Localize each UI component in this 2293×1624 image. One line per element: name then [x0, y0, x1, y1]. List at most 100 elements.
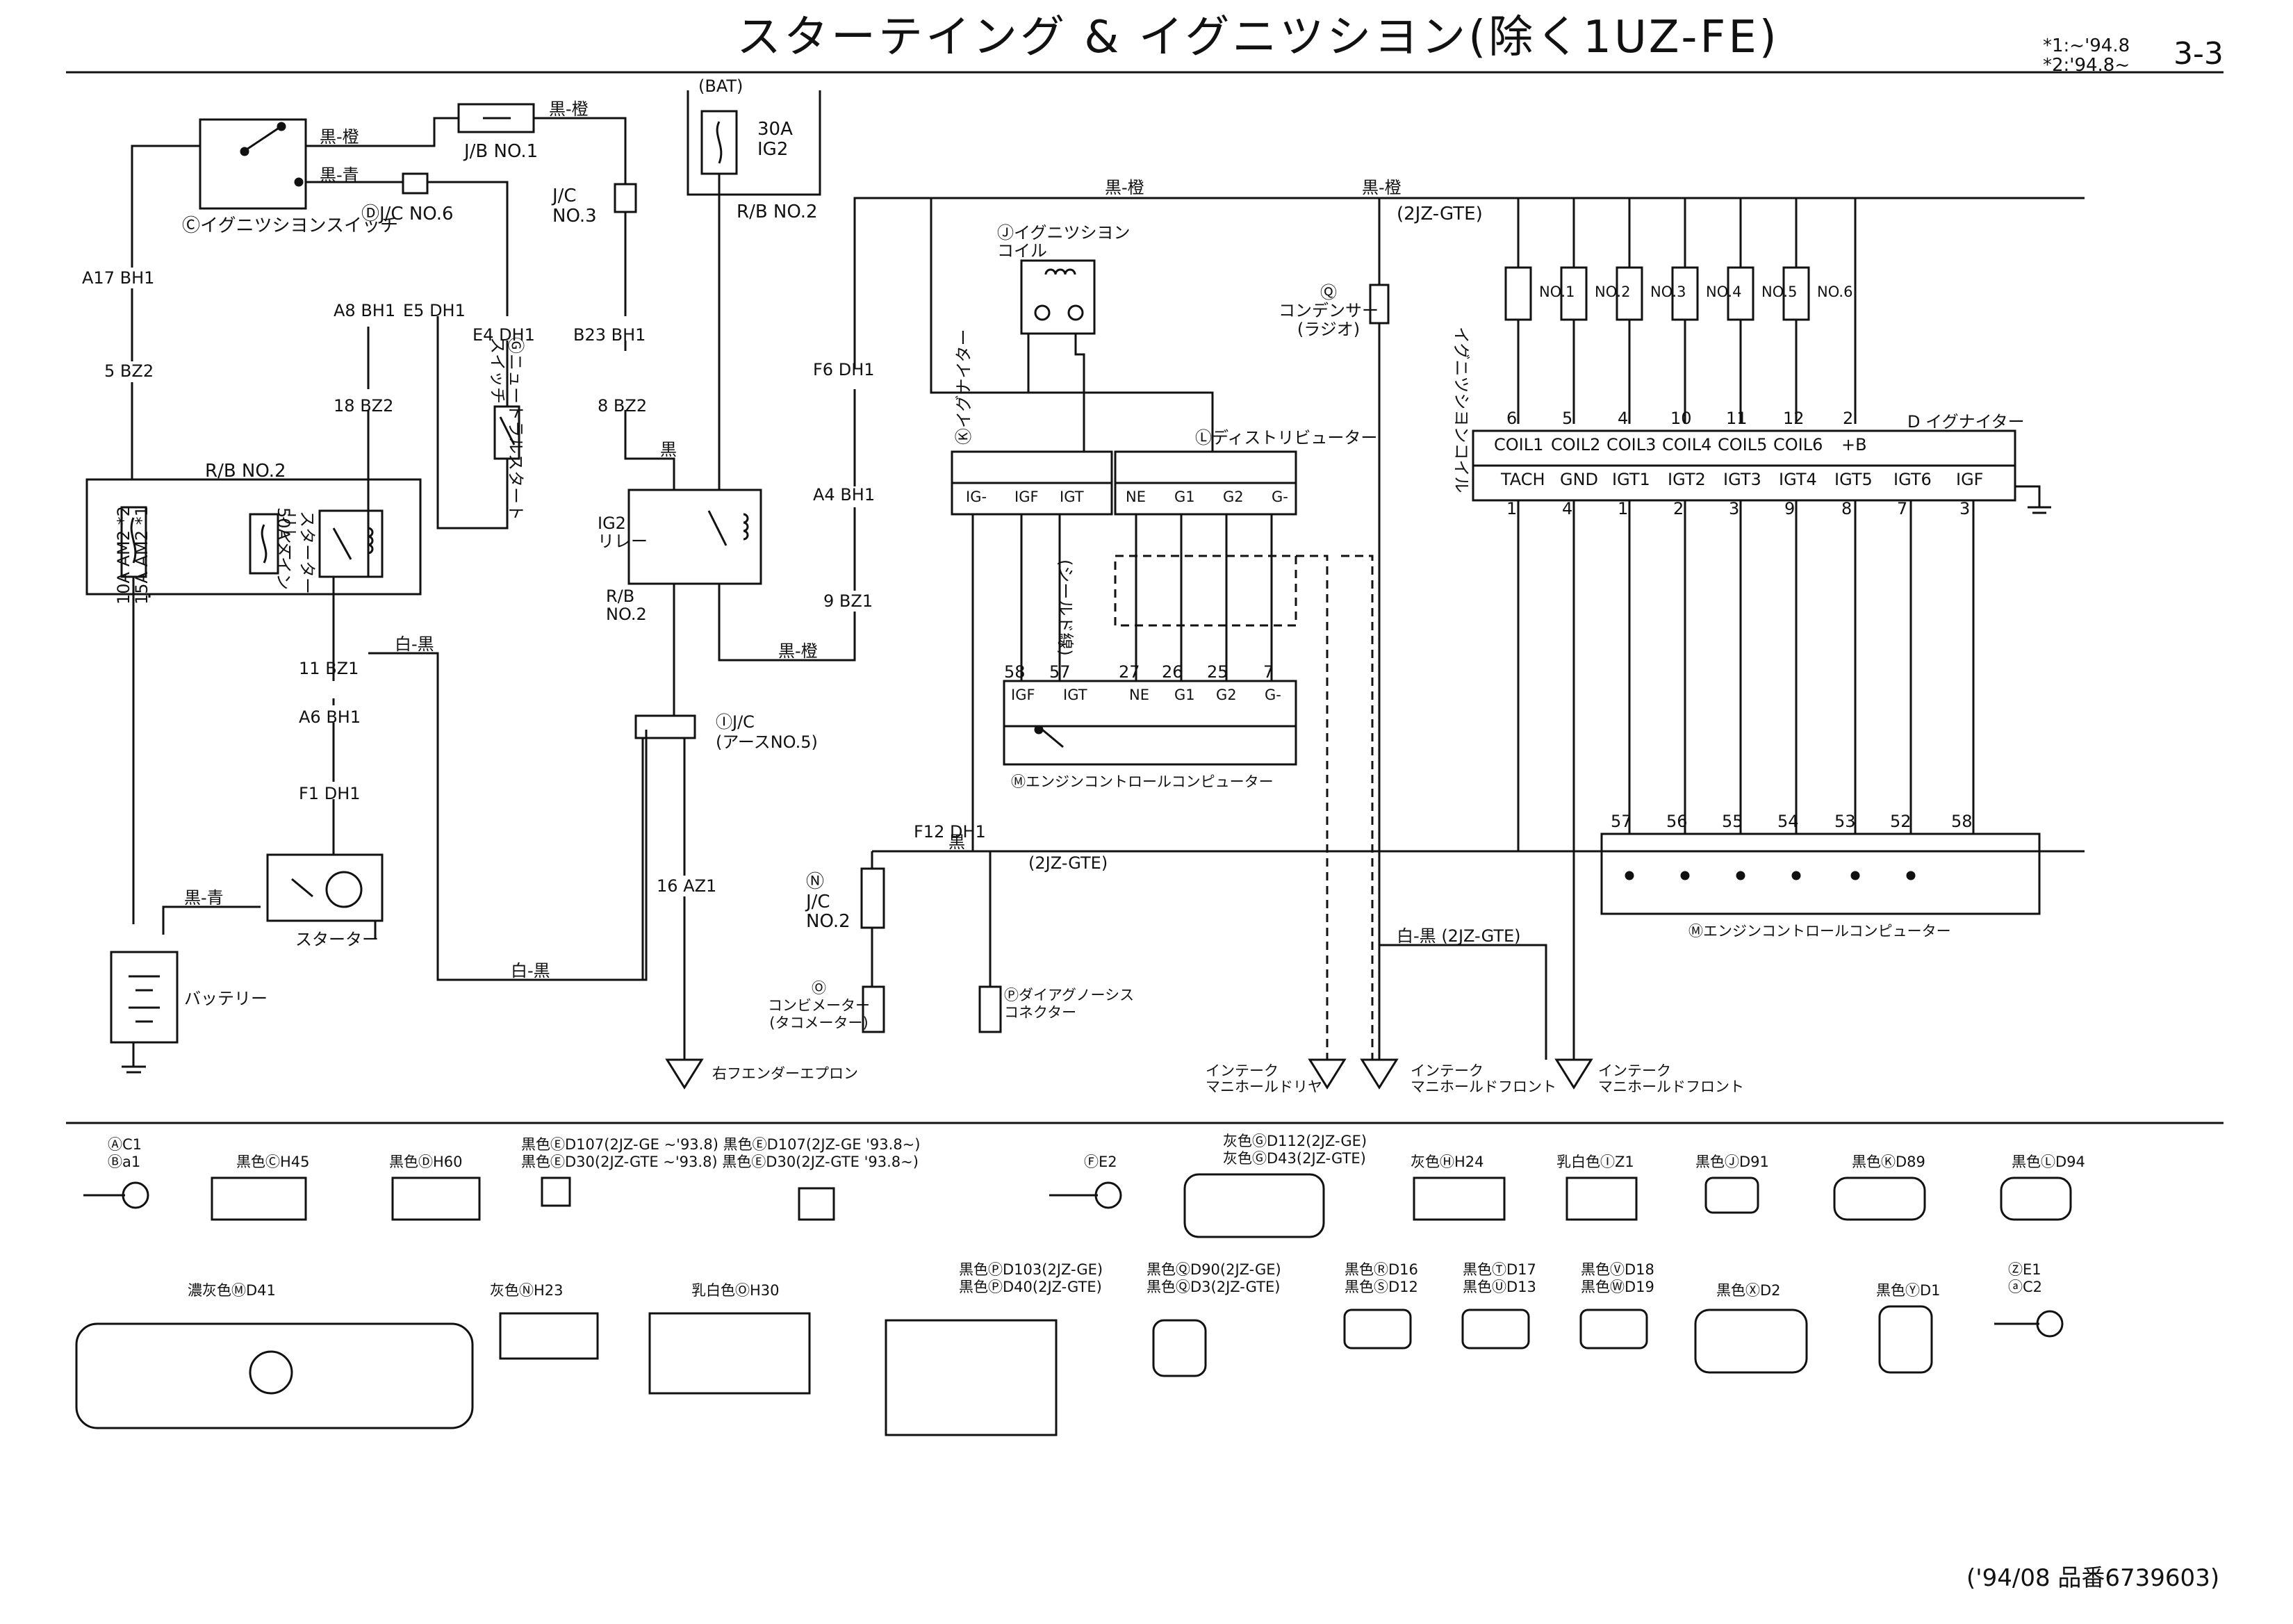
terminal-b23: B23 BH1: [573, 325, 646, 345]
battery-label: バッテリー: [184, 989, 268, 1008]
wire-ig2: [306, 117, 459, 147]
igniter-k-label: Ⓚイグナイター: [954, 329, 973, 445]
terminal-a4: A4 BH1: [813, 485, 876, 505]
gte-label: (2JZ-GTE): [1397, 204, 1483, 224]
page-number: 3-3: [2173, 36, 2224, 72]
ecu-mid-label: Ⓜエンジンコントロールコンピューター: [1011, 773, 1274, 790]
terminal-16: 16 AZ1: [657, 876, 717, 896]
rb2-left-frame: [85, 478, 422, 596]
wire-label-bb: 黒-青: [184, 888, 224, 908]
ecu-right-pin-number: 53: [1834, 812, 1856, 831]
jc2-label: Ⓝ J/C NO.2: [806, 871, 850, 933]
ground-dm: [1554, 1058, 1593, 1090]
wire-label-relay: 黒-橙: [778, 641, 818, 661]
ign-coil-winding: [1044, 268, 1076, 275]
connector-label: 乳白色ⓄH30: [691, 1282, 780, 1299]
connector-label: 濃灰色ⓂD41: [188, 1282, 276, 1299]
starter-relay-box: [318, 509, 384, 578]
coil-name: NO.5: [1761, 284, 1798, 300]
igniter-d-bottom-pin: GND: [1560, 470, 1599, 489]
ecu-mid-pin-label: G-: [1265, 687, 1281, 703]
fuse-30a-element: [716, 121, 723, 164]
terminal-18: 18 BZ2: [334, 396, 394, 416]
jc5-box: [634, 714, 696, 739]
connector-label: 黒色ⒹH60: [389, 1154, 463, 1170]
igniter-d-top-pin-number: 10: [1670, 409, 1692, 428]
connector-label: 灰色ⒼD112(2JZ-GE) 灰色ⒼD43(2JZ-GTE): [1223, 1133, 1367, 1167]
igniter-d-bottom-pin: IGT5: [1834, 470, 1873, 489]
igniter-d-bottom-pin-number: 9: [1784, 499, 1795, 518]
wire-am2-top: [131, 145, 200, 268]
starter-label: スターター: [295, 930, 379, 949]
connector-shapes: [75, 1173, 2072, 1436]
distributor-pin: G1: [1174, 489, 1195, 505]
wire-relay-bz1-mid: [718, 584, 856, 662]
battery-box: [110, 951, 179, 1044]
terminal-a17: A17 BH1: [82, 268, 155, 288]
distributor-pin: G2: [1223, 489, 1244, 505]
igniter-d-label: D イグナイター: [1907, 412, 2025, 432]
igniter-d-bottom-pin-number: 8: [1841, 499, 1852, 518]
wire-jb1-to-jc3: [534, 117, 627, 184]
terminal-e5: E5 DH1: [403, 301, 466, 320]
igniter-d-bottom-pin-number: 3: [1959, 499, 1971, 518]
connector-label: 黒色ⒺD107(2JZ-GE ~'93.8) 黒色ⒺD107(2JZ-GE '9…: [521, 1136, 921, 1171]
ecu-right-box: [1600, 832, 2041, 915]
terminal-5-bz2: 5 BZ2: [104, 361, 154, 381]
distributor-pin: NE: [1126, 489, 1146, 505]
igniter-d-bottom-pin: IGT6: [1893, 470, 1932, 489]
starter-relay-switch: [332, 527, 352, 560]
ecu-mid-pin-number: 7: [1263, 662, 1274, 682]
igniter-k-pin: IG-: [966, 489, 987, 505]
wire-bb-starter: [162, 905, 261, 935]
igniter-d-bottom-pin-number: 2: [1673, 499, 1684, 518]
terminal-f12: F12 DH1: [914, 822, 986, 842]
igniter-d-top-pin: COIL1: [1494, 435, 1544, 454]
wire-label-main: 黒-橙: [1105, 178, 1144, 197]
starter-relay-coil: [368, 527, 374, 555]
wire-to-ig2-relay: [624, 410, 675, 490]
ignition-switch-label: Ⓒイグニツシヨンスイッチ: [182, 215, 398, 236]
igniter-d-top-pin-number: 2: [1843, 409, 1854, 428]
ground-dk-label: インテーク マニホールドリヤ: [1206, 1063, 1322, 1096]
wire-label-jb1: 黒-橙: [549, 99, 589, 119]
connector-label: 黒色ⒿD91: [1695, 1154, 1769, 1170]
fuse-50a-element: [261, 524, 268, 564]
starter-relay-label: スターター リレー: [279, 511, 317, 594]
igniter-d-top-pin-number: 12: [1783, 409, 1805, 428]
ignition-coil-bank: [1504, 198, 1857, 424]
igniter-d-bottom-pin-number: 1: [1506, 499, 1518, 518]
wire-label-gte-f12: (2JZ-GTE): [1028, 853, 1108, 873]
igniter-d-top-pin: COIL2: [1551, 435, 1601, 454]
starter-box: [266, 853, 384, 922]
igniter-d-top-pin-number: 4: [1618, 409, 1629, 428]
coil-name: NO.2: [1595, 284, 1631, 300]
ground-dk: [1308, 1058, 1347, 1090]
connector-label: ⓏE1 ⓐC2: [2008, 1261, 2043, 1296]
terminal-8: 8 BZ2: [598, 396, 648, 416]
rb2-mid-label: R/B NO.2: [606, 587, 647, 625]
jc2-box: [860, 867, 885, 929]
jc6-box: [402, 172, 429, 195]
ig2-relay-box: [627, 489, 762, 585]
diag-label: Ⓟダイアグノーシス コネクター: [1004, 987, 1135, 1022]
distributor-pin: G-: [1272, 489, 1288, 505]
jb1-label: J/B NO.1: [464, 141, 539, 162]
igniter-d-bottom-pin-number: 1: [1618, 499, 1629, 518]
connector-label: 黒色ⓎD1: [1876, 1282, 1941, 1299]
ecu-right-pin-number: 52: [1890, 812, 1912, 831]
connector-label: ⒻE2: [1084, 1154, 1117, 1170]
igniter-d-bottom-pin: IGF: [1956, 470, 1984, 489]
wire-label-relay-in: 黒: [660, 440, 677, 459]
connector-label: ⒶC1 Ⓑa1: [108, 1136, 142, 1171]
connector-label: 黒色ⓅD103(2JZ-GE) 黒色ⓅD40(2JZ-GTE): [959, 1261, 1103, 1296]
igniter-d-bottom-pin-number: 3: [1729, 499, 1740, 518]
ignition-switch: [199, 118, 307, 210]
ecu-right-pin-number: 57: [1611, 812, 1632, 831]
ground-dj: [1360, 1058, 1399, 1090]
ground-dj-label: インテーク マニホールドフロント: [1411, 1063, 1556, 1096]
wire-label-main-2: 黒-橙: [1362, 178, 1402, 197]
distributor-label: Ⓛディストリビューター: [1195, 428, 1378, 448]
jc3-label: J/C NO.3: [552, 186, 597, 227]
